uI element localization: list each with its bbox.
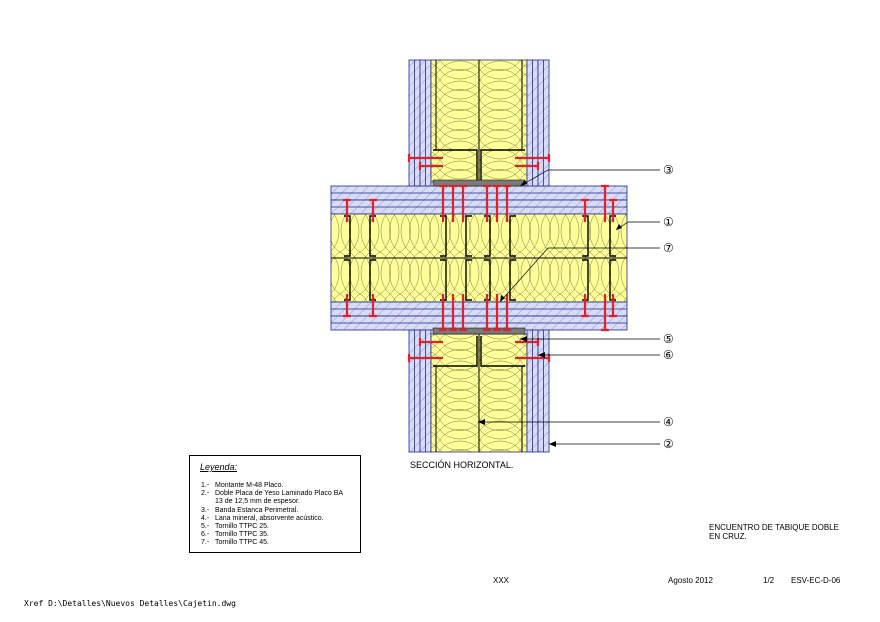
- legend-item-text: Lana mineral, absorvente acústico.: [215, 514, 324, 522]
- legend-item-text: Banda Estanca Perimetral.: [215, 506, 299, 514]
- legend-item: 5.- Tornillo TTPC 25.: [201, 523, 343, 531]
- legend-item-num: 4.-: [201, 514, 210, 522]
- legend-item-text: Tornillo TTPC 45.: [215, 539, 269, 547]
- screws: [343, 154, 617, 362]
- legend-item-num: 6.-: [201, 531, 210, 539]
- legend-item-num: 7.-: [201, 539, 210, 547]
- legend-item-text: Tornillo TTPC 35.: [215, 531, 269, 539]
- callout-7: ⑦: [663, 241, 674, 255]
- legend-item-num: 2.-: [201, 490, 210, 498]
- vertical-wall-bottom: [408, 327, 550, 453]
- legend-item-text: Montante M-48 Placo.: [215, 482, 284, 489]
- legend-item-num: 1.-: [201, 482, 210, 489]
- callout-2: ②: [663, 437, 674, 451]
- legend-item-text: Doble Placa de Yeso Laminado Placo BA: [215, 490, 344, 498]
- section-label: SECCIÓN HORIZONTAL.: [410, 460, 514, 470]
- footer-code: ESV-EC-D-06: [791, 576, 841, 585]
- legend-item: 3.- Banda Estanca Perimetral.: [201, 507, 343, 515]
- legend-item-num: 5.-: [201, 523, 210, 531]
- legend-item: 7.- Tornillo TTPC 45.: [201, 539, 343, 547]
- callout-labels: ③ ① ⑦ ⑤ ⑥ ④ ②: [663, 163, 674, 451]
- callout-6: ⑥: [663, 348, 674, 362]
- insulation-row-upper: [330, 213, 628, 259]
- callout-4: ④: [663, 415, 674, 429]
- legend-item-cont: 13 de 12,5 mm de espesor.: [215, 498, 300, 506]
- callout-3: ③: [663, 163, 674, 177]
- callout-1: ①: [663, 215, 674, 229]
- legend-list: 1.- Montante M-48 Placo. 2.- Doble Placa d…: [201, 482, 343, 548]
- leader-lines: [478, 169, 660, 445]
- legend-item: 4.- Lana mineral, absorvente acústico.: [201, 515, 343, 523]
- legend-item-num: 3.-: [201, 506, 210, 514]
- footer-sheet: 1/2: [763, 576, 775, 585]
- leader-arrows: [478, 180, 622, 447]
- legend-title: Leyenda:: [200, 462, 238, 472]
- xref-path: Xref D:\Detalles\Nuevos Detalles\Cajetin…: [24, 599, 236, 608]
- legend-box: Leyenda: 1.- Montante M-48 Placo. 2.- Dobl…: [189, 455, 361, 553]
- footer-date: Agosto 2012: [668, 576, 713, 585]
- title-block: ENCUENTRO DE TABIQUE DOBLE EN CRUZ.: [709, 523, 839, 541]
- legend-item-text: Tornillo TTPC 25.: [215, 523, 269, 531]
- vertical-wall-top: [408, 59, 550, 187]
- callout-5: ⑤: [663, 332, 674, 346]
- legend-item: 2.- Doble Placa de Yeso Laminado Placo BA…: [201, 490, 343, 506]
- footer-xxx: XXX: [493, 576, 510, 585]
- horizontal-wall: [330, 185, 628, 331]
- legend-item: 1.- Montante M-48 Placo.: [201, 482, 343, 490]
- insulation-row-lower: [330, 257, 628, 303]
- title-line-1: ENCUENTRO DE TABIQUE DOBLE: [709, 523, 839, 532]
- legend-item: 6.- Tornillo TTPC 35.: [201, 531, 343, 539]
- title-line-2: EN CRUZ.: [709, 532, 747, 541]
- sealing-band-bottom: [432, 327, 526, 335]
